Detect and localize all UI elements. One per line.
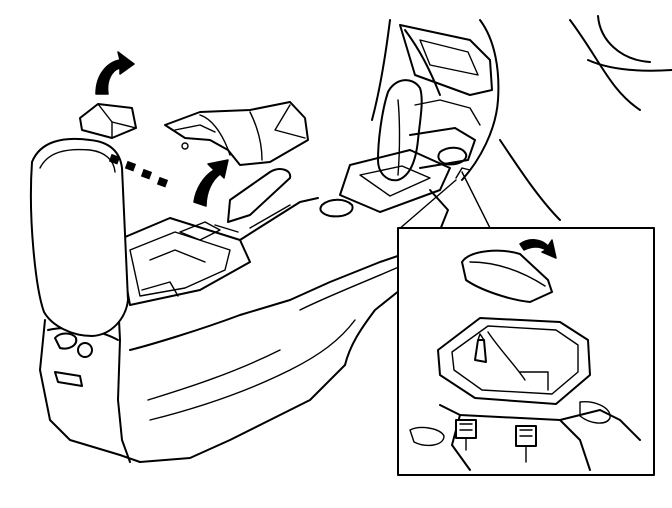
gear-selector <box>319 79 481 218</box>
trim-panel <box>164 101 309 166</box>
guide-dashes <box>108 153 169 188</box>
curved-arrow-icon <box>95 51 135 95</box>
dashboard-tunnel <box>371 15 672 221</box>
detail-inset <box>397 227 655 476</box>
armrest-lid <box>29 137 129 337</box>
console-body <box>39 168 461 463</box>
small-trim-cover <box>79 103 137 139</box>
lift-arrow-icon <box>193 159 229 207</box>
leader-line <box>397 167 491 231</box>
